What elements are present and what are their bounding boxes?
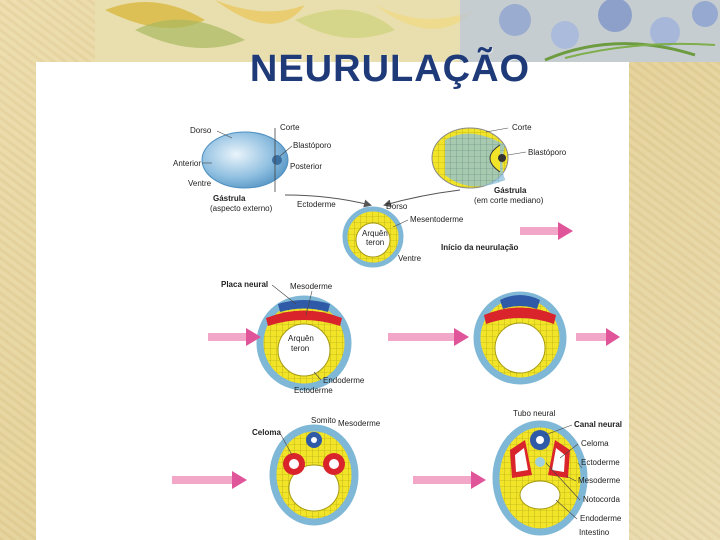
label-endoderme-right: Endoderme xyxy=(580,514,622,523)
neurula-stage-3b xyxy=(492,420,588,536)
label-ectoderme-right: Ectoderme xyxy=(581,458,620,467)
label-celoma-right: Celoma xyxy=(581,439,609,448)
arrow-left-converge xyxy=(284,194,372,208)
label-inicio-neurulacao: Início da neurulação xyxy=(441,243,518,252)
label-celoma-left: Celoma xyxy=(252,428,281,437)
gastrula-section xyxy=(431,127,509,189)
label-posterior: Posterior xyxy=(290,162,322,171)
label-tubo-neural: Tubo neural xyxy=(513,409,556,418)
pink-arrow-3 xyxy=(388,328,469,346)
label-endoderme-mid: Endoderme xyxy=(323,376,365,385)
label-mesentoderme: Mesentoderme xyxy=(410,215,464,224)
page-title: NEURULAÇÃO xyxy=(249,48,531,90)
pink-arrow-6 xyxy=(413,471,486,489)
label-gastrula-external: Gástrula xyxy=(213,194,246,203)
label-mesoderme-mid: Mesoderme xyxy=(290,282,333,291)
pink-arrow-1 xyxy=(520,222,573,240)
label-gastrula-section: Gástrula xyxy=(494,186,527,195)
neurula-stage-2b xyxy=(473,291,567,385)
label-blastoporo-right: Blastóporo xyxy=(528,148,567,157)
pink-arrow-5 xyxy=(172,471,247,489)
neurula-stage-3a xyxy=(269,424,359,526)
label-canal-neural: Canal neural xyxy=(574,420,622,429)
leaf-banner-decoration xyxy=(95,0,720,62)
label-gastrula-section-aspect: (em corte mediano) xyxy=(474,196,544,205)
label-ectoderme-top: Ectoderme xyxy=(297,200,336,209)
label-arquenteron-1b: teron xyxy=(366,238,384,247)
label-arquenteron-2a: Arquên xyxy=(288,334,314,343)
label-dorso-mid: Dorso xyxy=(386,202,408,211)
label-intestino: Intestino xyxy=(579,528,610,537)
pink-arrow-4 xyxy=(576,328,620,346)
label-anterior: Anterior xyxy=(173,159,201,168)
label-ventre-left: Ventre xyxy=(188,179,212,188)
label-arquenteron-2b: teron xyxy=(291,344,309,353)
label-notocorda: Notocorda xyxy=(583,495,620,504)
early-neurula xyxy=(342,206,404,268)
gastrula-external xyxy=(201,128,289,192)
label-corte-right: Corte xyxy=(512,123,532,132)
label-gastrula-external-aspect: (aspecto externo) xyxy=(210,204,273,213)
pink-arrow-2 xyxy=(208,328,261,346)
label-ectoderme-mid: Ectoderme xyxy=(294,386,333,395)
leader-lines xyxy=(202,127,583,520)
label-corte-left: Corte xyxy=(280,123,300,132)
label-ventre-mid: Ventre xyxy=(398,254,422,263)
label-somito: Somito xyxy=(311,416,336,425)
label-mesoderme-right: Mesoderme xyxy=(578,476,621,485)
label-blastoporo-left: Blastóporo xyxy=(293,141,332,150)
arrow-right-converge xyxy=(383,189,461,208)
label-placa-neural: Placa neural xyxy=(221,280,268,289)
label-dorso-top: Dorso xyxy=(190,126,212,135)
label-arquenteron-1a: Arquên xyxy=(362,229,388,238)
label-mesoderme-low: Mesoderme xyxy=(338,419,381,428)
neurula-stage-2a xyxy=(256,295,352,391)
